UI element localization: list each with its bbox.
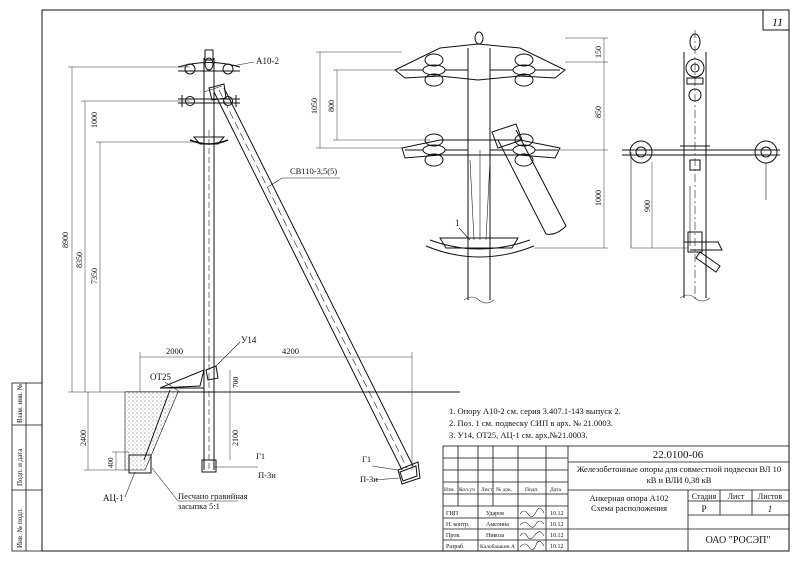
label-pile-left: П-3и — [258, 470, 276, 480]
main-view: А10-2 СВ110-3,5(5) У14 ОТ25 Г1 П-3и Г1 П… — [61, 49, 460, 511]
stamp-header-doc: № док. — [496, 487, 513, 493]
dim-1050: 1050 — [310, 98, 319, 114]
stamp-role-3: Разраб. — [446, 543, 465, 550]
label-plate: ОТ25 — [150, 372, 171, 382]
side-stamp-replace: Взам. инв. № — [16, 383, 24, 423]
label-sand-line1: Песчано гравийная — [178, 491, 248, 501]
side-stamp: Взам. инв. № Подп. и дата Инв. № подл. — [11, 382, 43, 552]
dim-2100: 2100 — [231, 430, 240, 446]
stamp-date-0: 10.12 — [550, 511, 564, 517]
stamp-role-1: Н. контр. — [446, 522, 470, 528]
project-title: Железобетонные опоры для совместной подв… — [576, 464, 782, 485]
signature-1 — [519, 520, 545, 528]
note-2: 2. Поз. 1 см. подвеску СИП в арх. № 21.0… — [449, 418, 613, 428]
stamp-header-kolvo: Кол.уч — [459, 487, 475, 493]
dim-400: 400 — [107, 457, 115, 468]
dim-150: 150 — [594, 46, 603, 58]
signature-0 — [519, 507, 545, 517]
stage-header: Стадия — [692, 492, 717, 501]
dim-2400: 2400 — [79, 430, 88, 446]
dim-1000: 1000 — [90, 112, 99, 128]
label-position-1: 1 — [455, 218, 460, 228]
stamp-header-list: Лист — [481, 487, 493, 493]
dim-7350: 7350 — [90, 268, 99, 284]
stamp-name-2: Никоза — [486, 533, 505, 539]
mid-view: 1 1050 800 150 850 1000 — [310, 31, 608, 304]
title-block: Изм. Кол.уч Лист № док. Подп. Дата ГИП У… — [442, 445, 790, 552]
stamp-name-1: Амелина — [486, 522, 509, 528]
dim-800: 800 — [327, 100, 336, 112]
drawing-code: 22.0100-06 — [653, 449, 704, 461]
drawing-title: Анкерная опора А102 Схема расположения — [589, 493, 669, 513]
stamp-name-3: Калобашкин А — [480, 543, 515, 550]
dim-850: 850 — [594, 106, 603, 118]
stamp-role-0: ГИП — [446, 511, 459, 517]
label-ground-left: Г1 — [256, 451, 265, 461]
sheet-header: Лист — [728, 492, 745, 501]
dim-8350: 8350 — [75, 252, 84, 268]
sheet-frame: 11 — [41, 9, 790, 552]
insulator-group-lower — [405, 133, 558, 167]
stamp-header-izm: Изм. — [444, 487, 456, 493]
stamp-date-1: 10.12 — [550, 522, 564, 528]
stamp-role-2: Пров. — [446, 533, 461, 539]
label-cable: СВ110-3,5(5) — [290, 166, 337, 176]
sheets-header: Листов — [758, 492, 783, 501]
company-name: ОАО "РОСЭП" — [706, 535, 771, 546]
dim-4200: 4200 — [282, 346, 299, 356]
dim-8900: 8900 — [61, 232, 70, 248]
stamp-header-date: Дата — [550, 487, 562, 493]
insulator-group-top — [400, 53, 560, 87]
stamp-date-2: 10.12 — [550, 533, 564, 539]
label-node: У14 — [241, 335, 257, 345]
label-sand-line2: засыпка 5:1 — [178, 501, 220, 511]
label-anchor: АЦ-1 — [103, 493, 124, 503]
stamp-date-3: 10.12 — [550, 544, 564, 550]
right-view: 900 — [622, 30, 780, 302]
notes: 1. Опору А10-2 см. серия 3.407.1-143 вып… — [449, 406, 621, 440]
sheet-value: 1 — [768, 504, 773, 514]
label-pile-right: П-3и — [360, 474, 378, 484]
note-1: 1. Опору А10-2 см. серия 3.407.1-143 вып… — [449, 406, 621, 416]
note-3: 3. У14, ОТ25, АЦ-1 см. арх.№21.0003. — [449, 430, 588, 440]
stage-value: Р — [701, 504, 706, 514]
dim-700: 700 — [231, 377, 240, 389]
dim-1000-mid: 1000 — [594, 190, 603, 206]
sheet-corner-number: 11 — [772, 15, 783, 29]
side-stamp-inv: Инв. № подл. — [16, 508, 24, 548]
signature-3 — [519, 540, 545, 550]
label-ground-right: Г1 — [362, 454, 371, 464]
signature-2 — [519, 531, 545, 540]
stamp-name-0: Ударов — [486, 511, 504, 517]
stamp-header-sign: Подп. — [525, 487, 539, 493]
dim-900: 900 — [643, 200, 652, 212]
side-stamp-sign: Подп. и дата — [16, 448, 24, 486]
label-top-insulator: А10-2 — [256, 56, 279, 66]
dim-2000: 2000 — [166, 346, 183, 356]
